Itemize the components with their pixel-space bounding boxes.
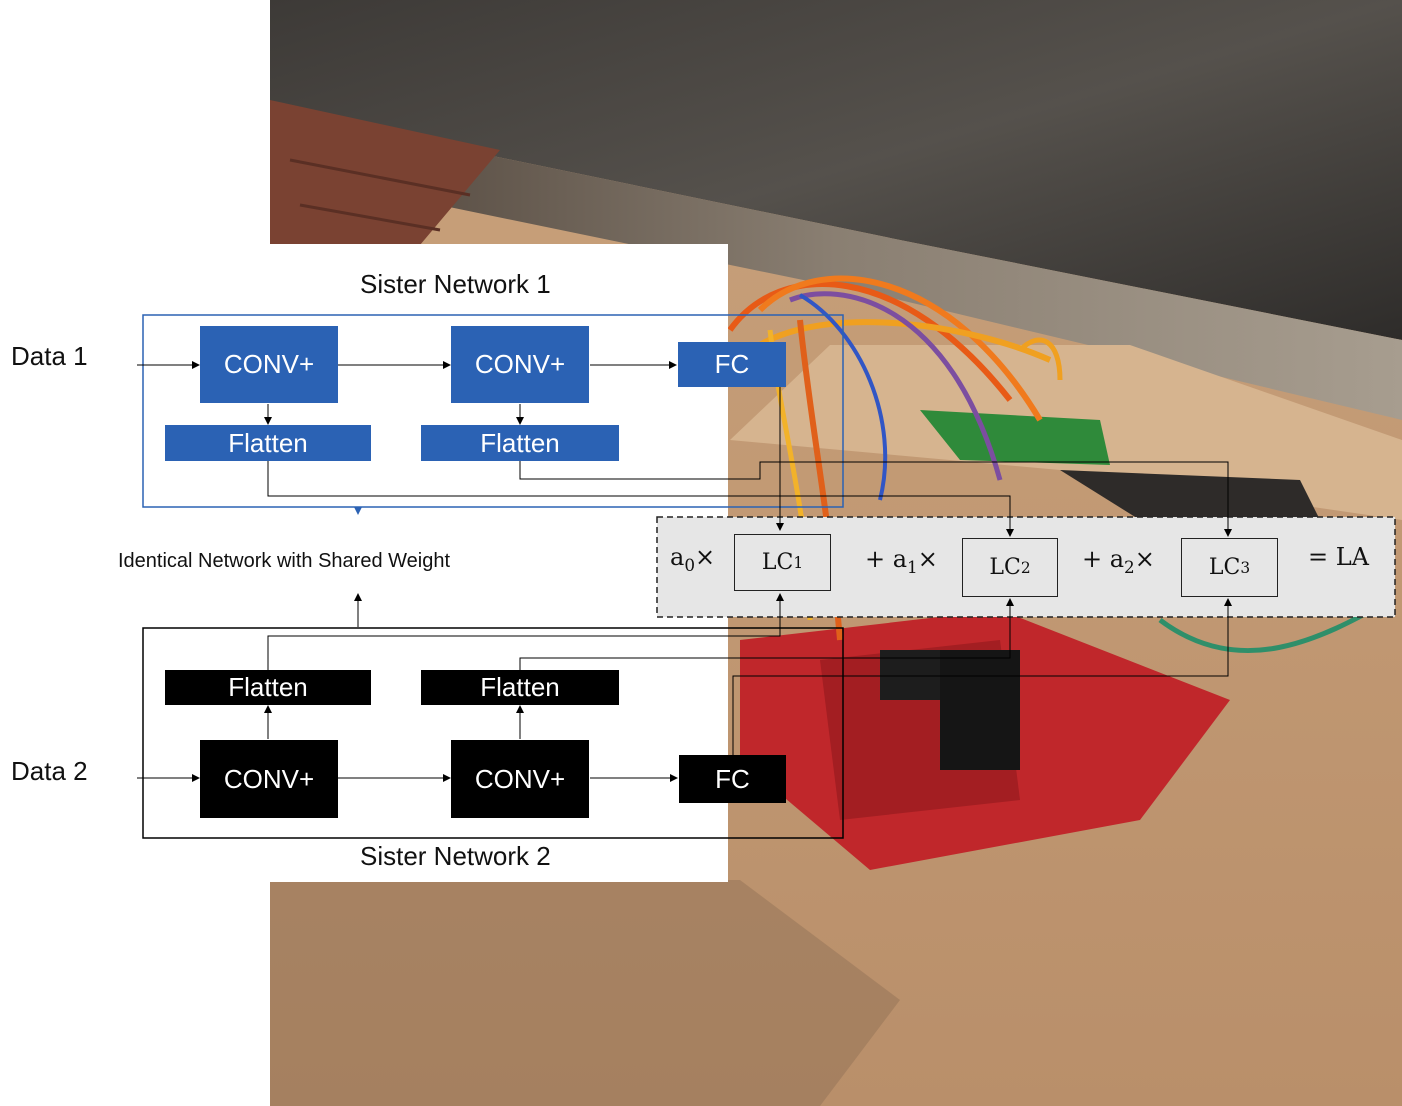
shared-weight-label: Identical Network with Shared Weight — [118, 550, 451, 572]
flatten4-to-lc2-line — [519, 598, 1014, 670]
flatten2-to-lc3-line — [519, 461, 1232, 537]
fc-block-1: FC — [678, 342, 786, 387]
conv-block-4: CONV+ — [451, 740, 589, 818]
flatten-block-2: Flatten — [421, 425, 619, 461]
conv-block-1: CONV+ — [200, 326, 338, 403]
sister-network-1-frame — [142, 314, 844, 508]
conv-block-2: CONV+ — [451, 326, 589, 403]
fc2-to-lc3-line — [732, 598, 1232, 757]
flatten3-to-lc1-line — [267, 593, 784, 670]
coefficient-a1: + a1× — [865, 545, 938, 577]
flatten-block-1: Flatten — [165, 425, 371, 461]
data-2-label: Data 2 — [11, 756, 88, 786]
data-1-label: Data 1 — [11, 341, 88, 371]
coefficient-a0: a0× — [670, 543, 716, 575]
flatten-block-3: Flatten — [165, 670, 371, 705]
diagram-panel-top-left — [0, 0, 270, 244]
fc-block-2: FC — [679, 755, 786, 803]
flatten1-to-lc2-line — [267, 461, 1014, 537]
sister-network-1-label: Sister Network 1 — [360, 269, 551, 299]
sister-network-2-frame — [142, 627, 844, 839]
result-la: = LA — [1308, 543, 1370, 571]
flatten-block-4: Flatten — [421, 670, 619, 705]
sister-network-2-label: Sister Network 2 — [360, 841, 551, 871]
diagram-panel-bottom-left — [0, 882, 270, 1106]
diagram-panel — [0, 244, 728, 882]
coefficient-a2: + a2× — [1082, 545, 1155, 577]
conv-block-3: CONV+ — [200, 740, 338, 818]
